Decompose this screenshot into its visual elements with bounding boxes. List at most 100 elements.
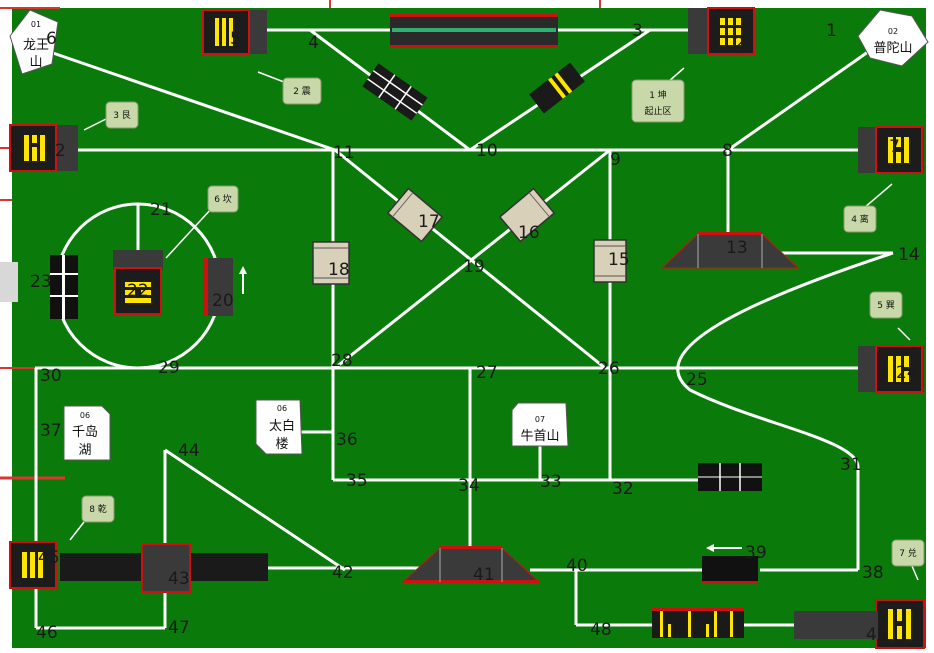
bubble-qian: 8 乾 [69, 495, 115, 541]
road-block-43 [60, 543, 268, 593]
node-39: 39 [745, 543, 767, 563]
trigram-icon [215, 18, 233, 46]
station-45[interactable] [9, 541, 57, 589]
box-16 [498, 187, 556, 243]
landmark-taibailou: 06 太白 楼 [255, 399, 303, 455]
node-labels: 1 2 3 4 5 6 7 8 9 10 11 12 13 14 15 16 1… [30, 21, 920, 645]
node-24: 24 [896, 363, 918, 383]
ramp-41 [401, 546, 541, 583]
node-5: 5 [230, 29, 241, 49]
node-1: 1 [826, 21, 837, 41]
node-22: 22 [127, 281, 149, 301]
road-segment [727, 38, 886, 152]
road-segment [334, 148, 606, 370]
svg-text:1 坤: 1 坤 [649, 89, 667, 101]
station-22[interactable] [113, 250, 163, 315]
svg-text:普陀山: 普陀山 [873, 40, 912, 56]
road-segment [164, 448, 346, 572]
bubble-li: 4 离 [843, 183, 893, 233]
svg-text:龙王: 龙王 [23, 38, 49, 53]
node-12: 12 [44, 141, 66, 161]
trigram-icon [888, 137, 909, 163]
block-48 [652, 608, 744, 638]
svg-text:楼: 楼 [275, 437, 288, 452]
station-7[interactable] [858, 126, 924, 174]
node-10: 10 [476, 141, 498, 161]
box-18 [312, 241, 350, 285]
bubble-kan: 6 坎 [165, 185, 239, 259]
obstacle-3 [529, 62, 585, 114]
bubble-xun: 5 巽 [869, 291, 911, 341]
node-8: 8 [722, 141, 733, 161]
svg-text:3 艮: 3 艮 [113, 110, 131, 121]
bubble-dui: 7 兑 [891, 539, 925, 581]
svg-text:湖: 湖 [78, 443, 91, 458]
station-49[interactable] [875, 599, 925, 649]
road-segment [334, 148, 611, 370]
svg-text:07: 07 [535, 415, 545, 424]
svg-text:01: 01 [31, 20, 41, 29]
svg-text:4 离: 4 离 [851, 213, 869, 225]
svg-text:7 兑: 7 兑 [899, 547, 917, 559]
node-30: 30 [40, 366, 62, 386]
trigram-icon [888, 609, 911, 639]
node-14: 14 [898, 245, 920, 265]
node-45: 45 [38, 548, 60, 568]
node-41: 41 [473, 565, 495, 585]
bubble-zhen: 2 震 [257, 71, 322, 105]
node-21: 21 [150, 200, 172, 220]
node-33: 33 [540, 472, 562, 492]
top-bridge [390, 14, 558, 48]
box-15 [593, 239, 627, 283]
station-24[interactable] [858, 345, 924, 393]
node-9: 9 [610, 150, 621, 170]
obstacle-4 [362, 63, 428, 121]
node-49: 49 [866, 625, 888, 645]
node-3: 3 [632, 21, 643, 41]
station-2[interactable] [688, 7, 755, 55]
trigram-icon [720, 18, 741, 45]
svg-text:5 巽: 5 巽 [877, 300, 895, 311]
node-20: 20 [212, 291, 234, 311]
station-5[interactable] [202, 9, 267, 55]
ramp-13 [660, 232, 800, 269]
svg-text:牛首山: 牛首山 [520, 429, 559, 444]
node-40: 40 [566, 556, 588, 576]
ladder-23 [50, 255, 78, 319]
node-16: 16 [518, 223, 540, 243]
node-46: 46 [36, 623, 58, 643]
svg-text:8 乾: 8 乾 [89, 503, 107, 515]
node-44: 44 [178, 441, 200, 461]
node-6: 6 [46, 29, 57, 49]
gate-20 [203, 258, 247, 316]
road-curve [676, 251, 894, 469]
landmark-niushoushan: 07 牛首山 [511, 402, 569, 447]
node-23: 23 [30, 272, 52, 292]
node-15: 15 [608, 250, 630, 270]
node-29: 29 [158, 358, 180, 378]
landmark-putuoshan: 02 普陀山 [857, 9, 929, 67]
node-35: 35 [346, 471, 368, 491]
svg-text:02: 02 [888, 27, 898, 36]
svg-text:06: 06 [80, 411, 90, 420]
svg-text:山: 山 [29, 55, 42, 70]
station-12[interactable] [9, 124, 78, 172]
node-26: 26 [598, 359, 620, 379]
side-tab [0, 262, 18, 302]
node-48: 48 [590, 620, 612, 640]
bubble-gen: 3 艮 [83, 101, 139, 131]
svg-text:起止区: 起止区 [644, 105, 671, 117]
trigram-icon [125, 282, 151, 303]
trigram-icon [22, 552, 43, 578]
trigram-icon [888, 356, 909, 382]
svg-text:06: 06 [277, 404, 287, 413]
svg-text:太白: 太白 [269, 418, 295, 434]
svg-text:千岛: 千岛 [72, 424, 98, 440]
node-43: 43 [168, 569, 190, 589]
ramp-49 [794, 611, 878, 639]
node-32: 32 [612, 479, 634, 499]
node-17: 17 [418, 212, 440, 232]
node-4: 4 [308, 33, 319, 53]
node-38: 38 [862, 563, 884, 583]
landmark-longshan: 01 龙王 山 [9, 9, 59, 75]
